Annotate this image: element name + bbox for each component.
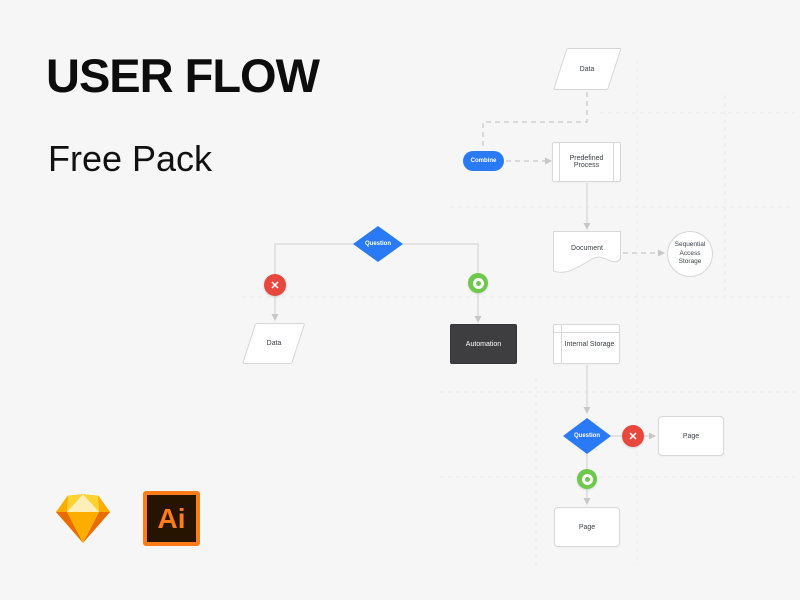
- node-label: Automation: [465, 340, 502, 348]
- cross-glyph: ✕: [628, 430, 638, 443]
- node-label: Data: [266, 340, 282, 347]
- flow-node-sequential-access-storage: Sequential Access Storage: [667, 231, 713, 277]
- node-label: Predefined Process: [569, 155, 604, 169]
- flow-node-data-top: Data: [553, 48, 622, 90]
- flow-node-automation: Automation: [450, 324, 517, 364]
- illustrator-label: Ai: [157, 502, 186, 534]
- flow-node-combine: Combine: [463, 151, 504, 171]
- page-title: USER FLOW: [46, 49, 320, 102]
- node-label: Page: [682, 432, 700, 440]
- fail-cross-icon: ✕: [622, 425, 644, 447]
- flow-node-page-bottom: Page: [554, 507, 620, 547]
- adobe-illustrator-icon: Ai: [143, 491, 200, 546]
- sketch-icon: [56, 494, 110, 543]
- node-label: Combine: [470, 158, 497, 164]
- flow-node-question-bottom: Question: [563, 418, 611, 454]
- app-badges: Ai: [56, 491, 200, 546]
- node-label: Internal Storage: [564, 340, 615, 348]
- document-shape: [553, 231, 621, 273]
- target-dot: [475, 280, 481, 286]
- target-dot: [584, 476, 590, 482]
- node-label: Question: [364, 241, 391, 247]
- internal-storage-top-rule: [554, 332, 619, 333]
- target-ring: [472, 277, 484, 289]
- node-label: Sequential Access Storage: [674, 240, 706, 266]
- flow-node-predefined-process: Predefined Process: [552, 142, 621, 182]
- node-label: Data: [579, 65, 595, 73]
- predefined-process-right-bar: [613, 143, 614, 181]
- success-target-icon: [577, 469, 597, 489]
- target-ring: [581, 473, 593, 485]
- node-label: Document: [571, 244, 603, 252]
- flow-node-data-left: Data: [242, 323, 306, 364]
- predefined-process-left-bar: [559, 143, 560, 181]
- success-target-icon: [468, 273, 488, 293]
- page-subtitle: Free Pack: [48, 138, 213, 179]
- internal-storage-left-rule: [561, 325, 562, 363]
- node-label: Page: [578, 523, 596, 531]
- flow-node-question-left: Question: [353, 226, 403, 262]
- flow-node-internal-storage: Internal Storage: [553, 324, 620, 364]
- flow-node-document: Document: [553, 231, 621, 277]
- fail-cross-icon: ✕: [264, 274, 286, 296]
- node-label: Question: [573, 433, 600, 439]
- flow-node-page-right: Page: [658, 416, 724, 456]
- cross-glyph: ✕: [270, 279, 280, 292]
